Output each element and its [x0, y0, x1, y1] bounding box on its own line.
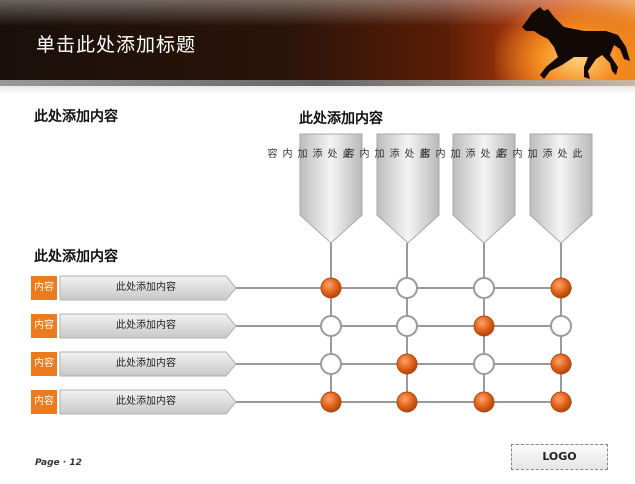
row-badge: 内容: [31, 352, 57, 376]
row-item-2[interactable]: 内容 此处添加内容: [31, 314, 236, 338]
column-shapes: [299, 133, 593, 244]
node-filled[interactable]: [550, 391, 572, 413]
row-arrow-1: [59, 275, 237, 301]
header-shadow: [0, 86, 635, 94]
node-empty[interactable]: [320, 353, 342, 375]
row-arrows: [59, 275, 237, 415]
node-filled[interactable]: [396, 391, 418, 413]
slide-title[interactable]: 单击此处添加标题: [36, 34, 197, 56]
row-badge: 内容: [31, 314, 57, 338]
column-header-label: 此处添加内容: [495, 148, 581, 158]
column-shape-2: [376, 133, 440, 244]
node-empty[interactable]: [396, 315, 418, 337]
node-empty[interactable]: [320, 315, 342, 337]
node-empty[interactable]: [396, 277, 418, 299]
horse-silhouette-icon: [522, 7, 630, 79]
column-header-label: 此处添加内容: [342, 148, 428, 158]
node-empty[interactable]: [550, 315, 572, 337]
column-shape-3: [452, 133, 516, 244]
node-filled[interactable]: [396, 353, 418, 375]
row-label: 此处添加内容: [116, 282, 176, 293]
page-number: Page · 12: [35, 458, 82, 468]
node-empty[interactable]: [473, 353, 495, 375]
column-shape-4: [529, 133, 593, 244]
node-filled[interactable]: [550, 277, 572, 299]
matrix-nodes: [320, 277, 572, 413]
node-filled[interactable]: [320, 277, 342, 299]
row-arrow-2: [59, 313, 237, 339]
logo-placeholder[interactable]: LOGO: [511, 444, 608, 470]
node-filled[interactable]: [320, 391, 342, 413]
header-band: [0, 80, 635, 86]
row-label: 此处添加内容: [116, 320, 176, 331]
heading-left-top[interactable]: 此处添加内容: [34, 109, 118, 125]
heading-rows[interactable]: 此处添加内容: [34, 249, 118, 265]
column-header-label: 此处添加内容: [265, 148, 351, 158]
row-label: 此处添加内容: [116, 396, 176, 407]
node-filled[interactable]: [473, 315, 495, 337]
row-arrow-3: [59, 351, 237, 377]
row-label: 此处添加内容: [116, 358, 176, 369]
node-empty[interactable]: [473, 277, 495, 299]
node-filled[interactable]: [473, 391, 495, 413]
row-item-4[interactable]: 内容 此处添加内容: [31, 390, 236, 414]
header-banner: [0, 0, 635, 86]
heading-columns[interactable]: 此处添加内容: [299, 111, 383, 127]
row-item-3[interactable]: 内容 此处添加内容: [31, 352, 236, 376]
row-badge: 内容: [31, 390, 57, 414]
column-header-label: 此处添加内容: [418, 148, 504, 158]
row-item-1[interactable]: 内容 此处添加内容: [31, 276, 236, 300]
row-badge: 内容: [31, 276, 57, 300]
column-shape-1: [299, 133, 363, 244]
row-arrow-4: [59, 389, 237, 415]
node-filled[interactable]: [550, 353, 572, 375]
